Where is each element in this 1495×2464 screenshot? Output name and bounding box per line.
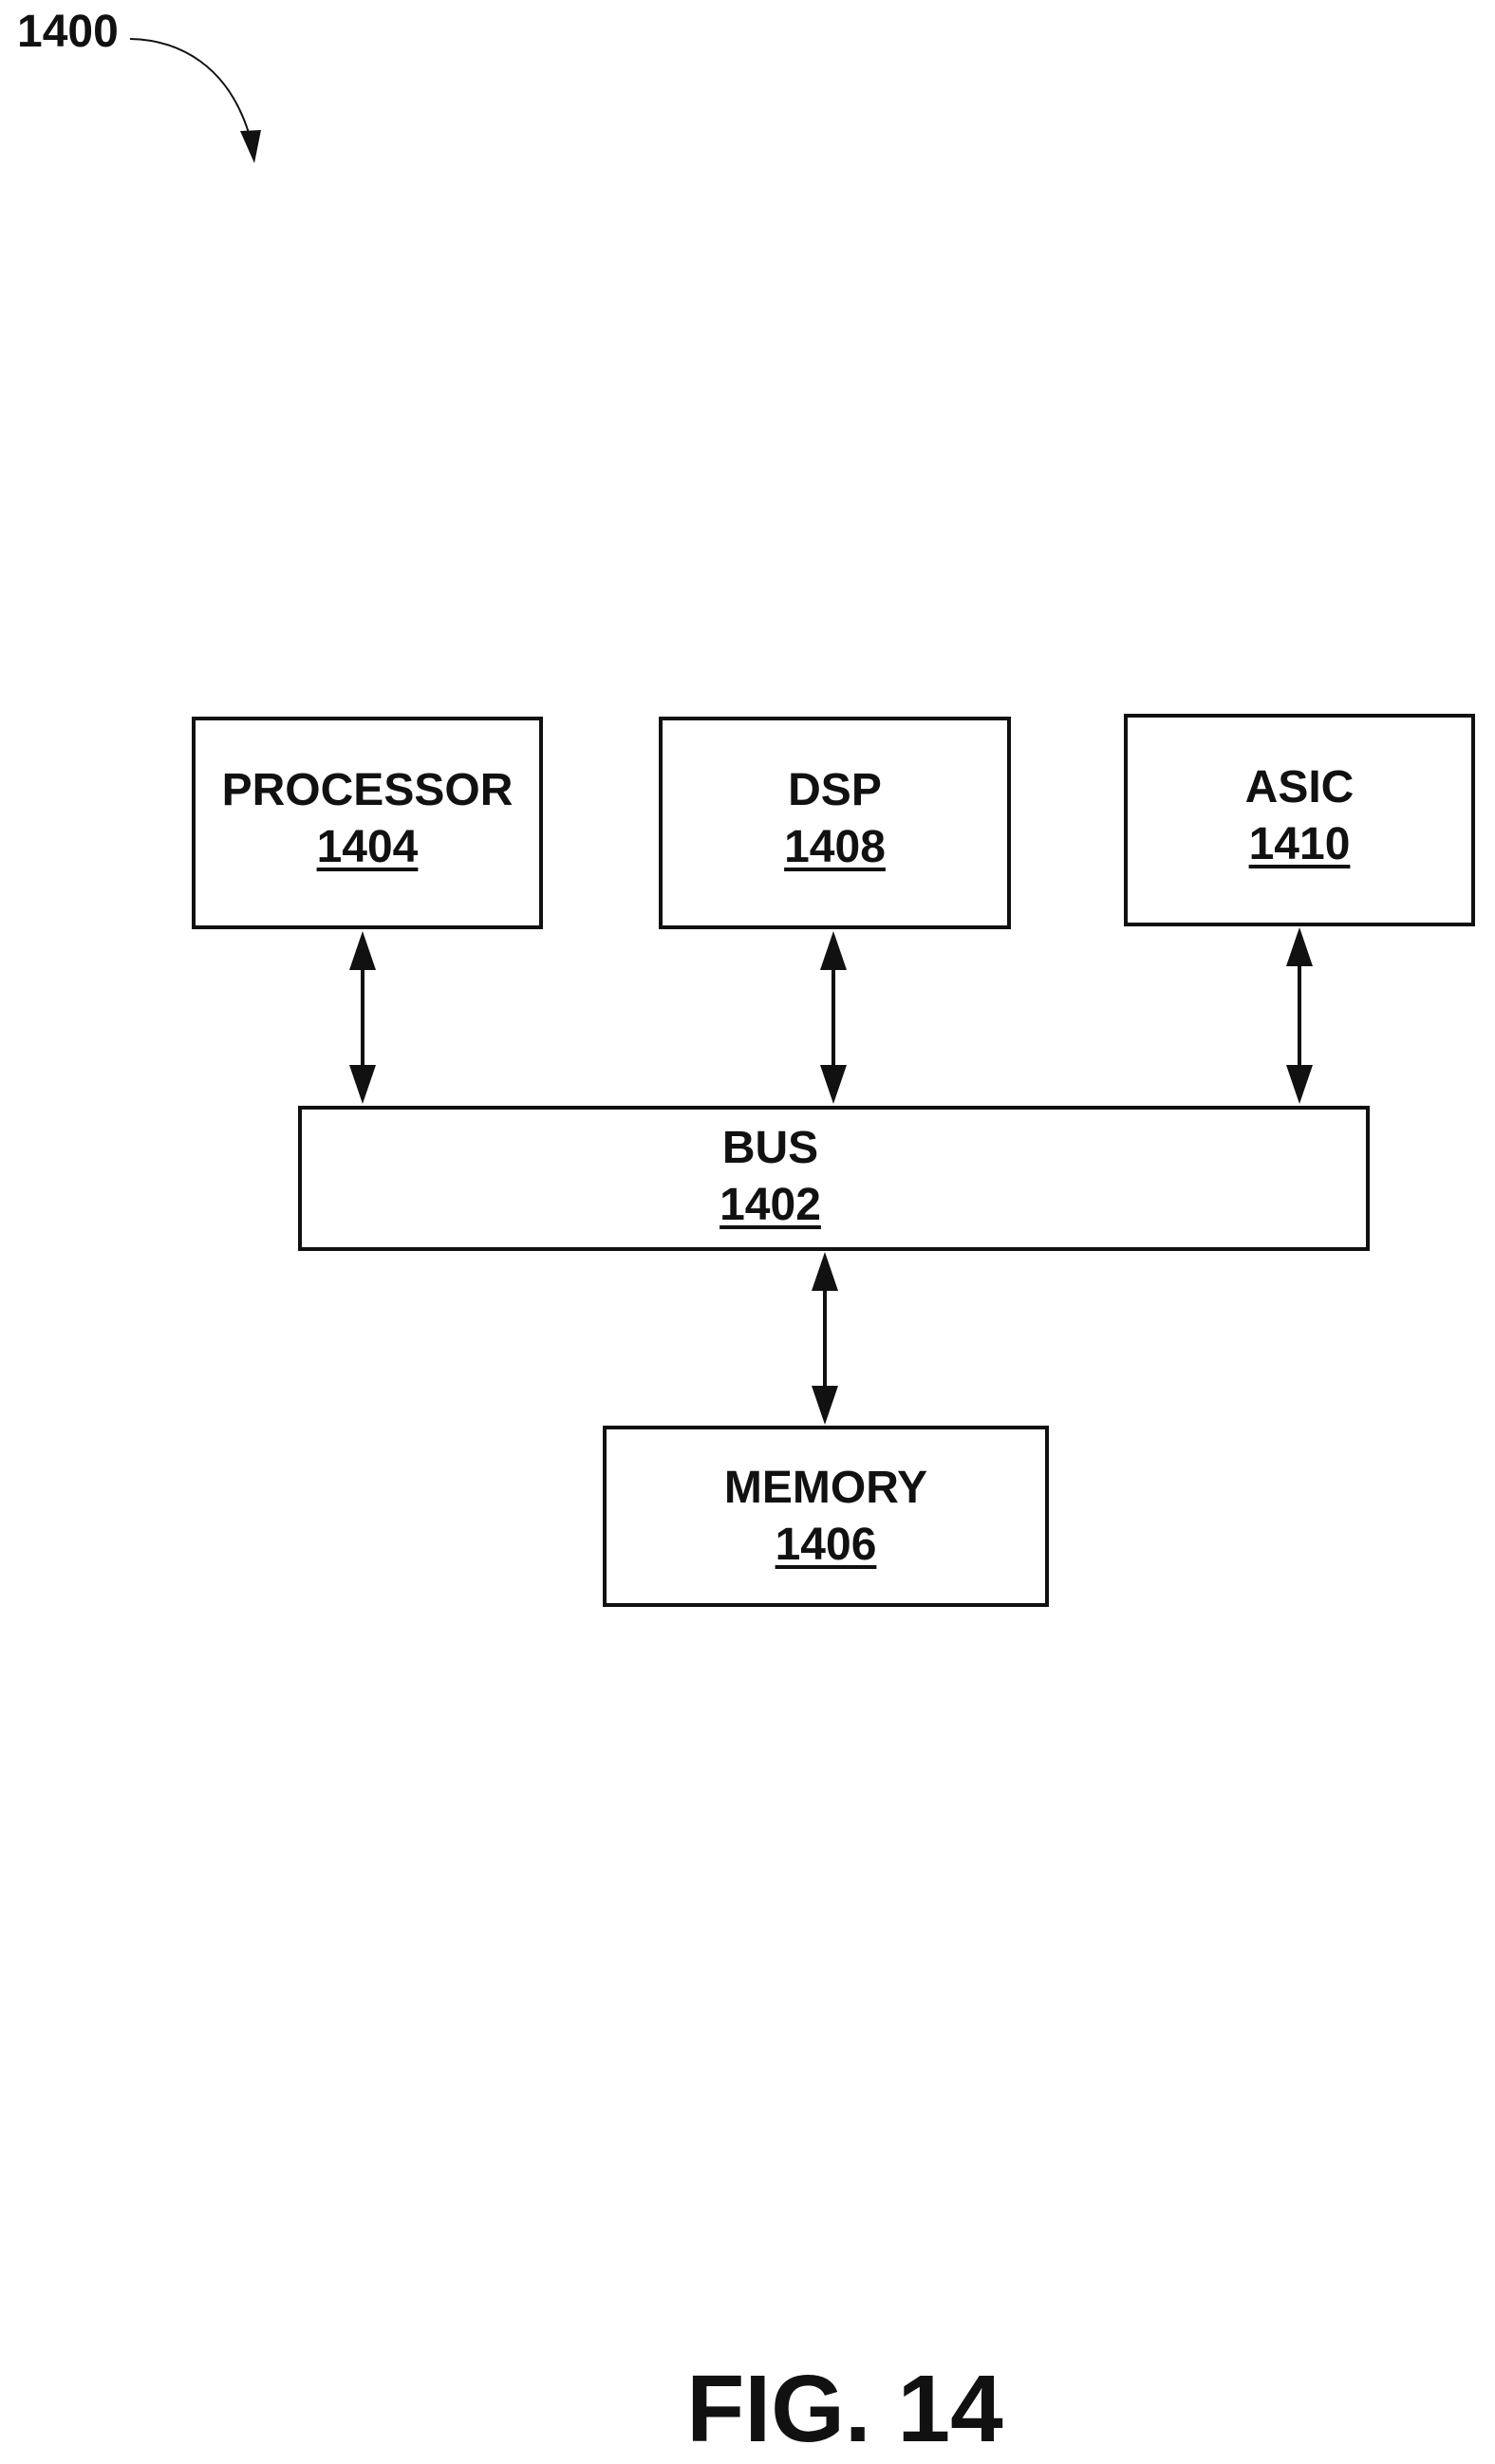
processor-block: PROCESSOR 1404 [192,717,543,929]
arrowhead-up-icon [820,931,847,970]
arrowhead-down-icon [1286,1065,1313,1104]
memory-ref: 1406 [724,1517,927,1574]
dsp-title: DSP [784,762,886,819]
connector-asic-bus [1286,927,1313,1104]
connector-dsp-bus [820,931,847,1104]
figure-reference-numeral: 1400 [17,9,119,55]
dsp-block: DSP 1408 [659,717,1011,929]
bus-title: BUS [719,1120,821,1177]
figure-caption: FIG. 14 [0,2361,1495,2456]
arrowhead-down-icon [349,1065,376,1104]
asic-title: ASIC [1245,759,1355,816]
memory-block: MEMORY 1406 [603,1426,1049,1607]
figure-leader-arrowhead-icon [240,130,261,163]
bus-block: BUS 1402 [298,1106,1370,1251]
processor-ref: 1404 [222,819,514,876]
connector-processor-bus [349,931,376,1104]
arrowhead-down-icon [812,1386,838,1425]
processor-title: PROCESSOR [222,762,514,819]
asic-ref: 1410 [1245,816,1355,873]
arrowhead-up-icon [349,931,376,970]
asic-block: ASIC 1410 [1124,714,1475,926]
memory-title: MEMORY [724,1460,927,1517]
arrowhead-up-icon [1286,927,1313,966]
arrowhead-down-icon [820,1065,847,1104]
dsp-ref: 1408 [784,819,886,876]
bus-ref: 1402 [719,1177,821,1234]
figure-leader-curve [130,39,249,133]
arrowhead-up-icon [812,1252,838,1291]
connector-bus-memory [812,1252,838,1425]
